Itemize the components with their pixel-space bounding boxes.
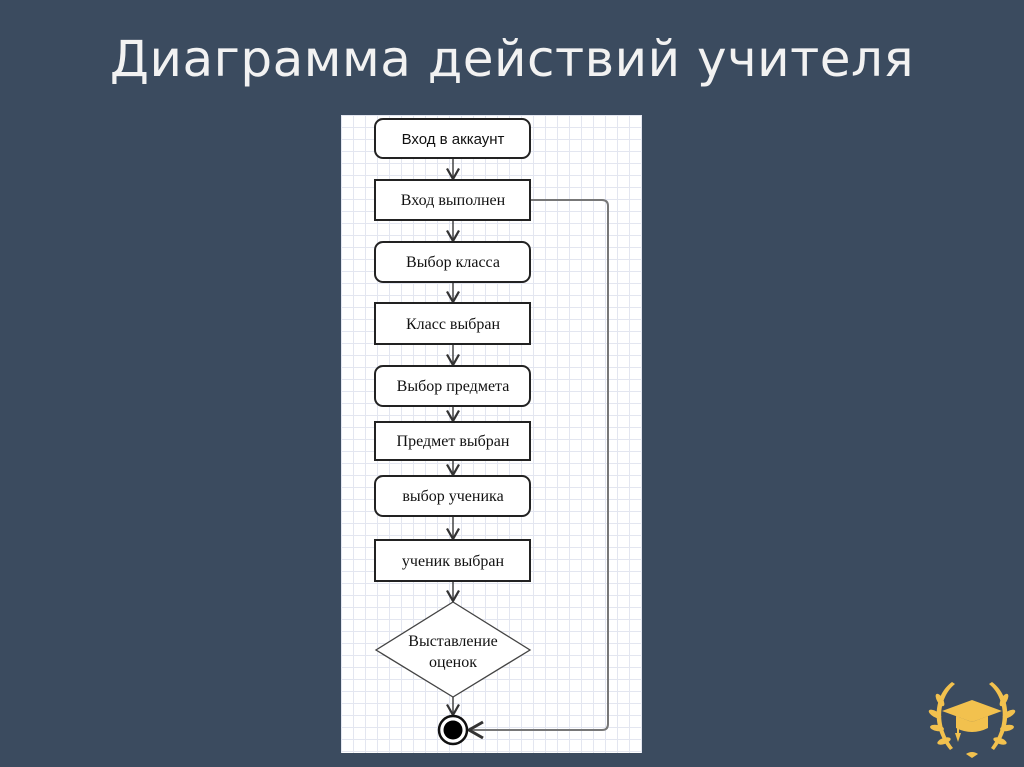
graduation-laurel-logo <box>928 682 1016 758</box>
node-label: Выставление <box>408 633 497 650</box>
action-select-subject[interactable]: Выбор предмета <box>374 365 531 407</box>
state-class-selected[interactable]: Класс выбран <box>374 302 531 345</box>
node-label: Вход выполнен <box>401 192 506 209</box>
state-subject-selected[interactable]: Предмет выбран <box>374 421 531 461</box>
action-select-class[interactable]: Выбор класса <box>374 241 531 283</box>
node-label: выбор ученика <box>402 488 503 505</box>
action-select-student[interactable]: выбор ученика <box>374 475 531 517</box>
node-label: Вход в аккаунт <box>402 131 505 148</box>
final-node <box>437 714 469 746</box>
node-label: Выбор предмета <box>397 378 510 395</box>
loop-edge <box>465 199 609 740</box>
decision-grading[interactable]: Выставление оценок <box>374 601 532 698</box>
node-label: Предмет выбран <box>397 433 510 450</box>
state-student-selected[interactable]: ученик выбран <box>374 539 531 582</box>
node-label: Класс выбран <box>406 316 501 333</box>
action-login[interactable]: Вход в аккаунт <box>374 118 531 159</box>
state-logged-in[interactable]: Вход выполнен <box>374 179 531 221</box>
node-label: Выбор класса <box>406 254 500 271</box>
node-label: оценок <box>429 654 477 671</box>
slide-title: Диаграмма действий учителя <box>109 30 915 88</box>
node-label: ученик выбран <box>402 553 505 570</box>
